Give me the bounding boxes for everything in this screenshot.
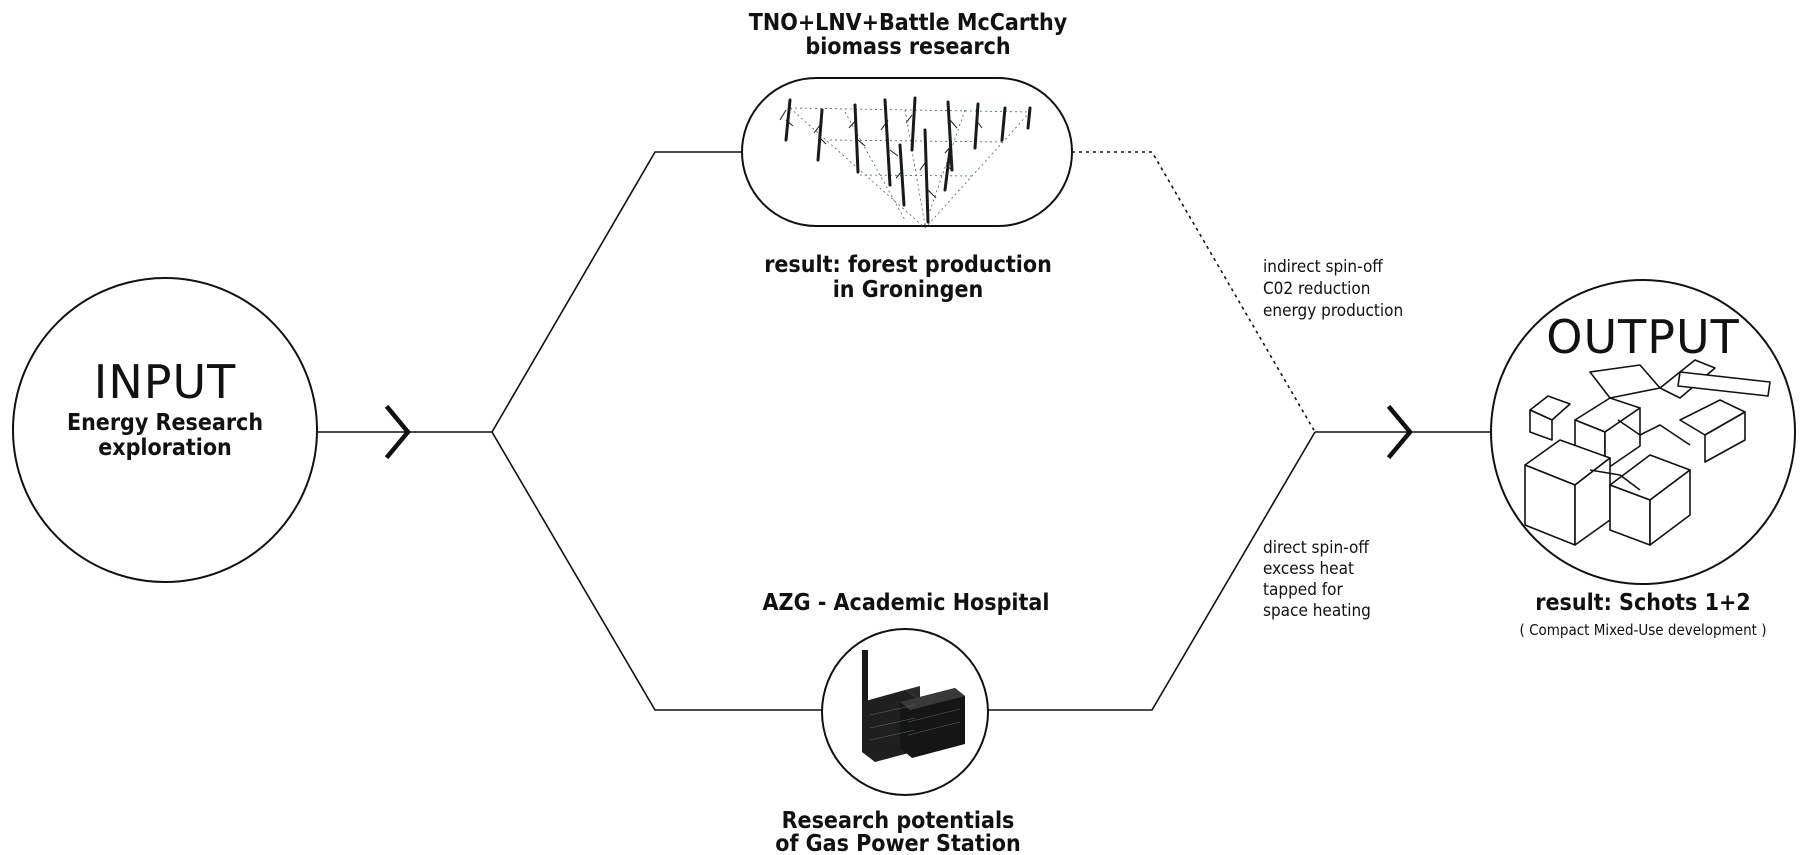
input-title: INPUT [94, 355, 236, 409]
direct-note-line4: space heating [1263, 601, 1371, 621]
input-node: INPUT Energy Research exploration [12, 277, 318, 583]
output-result-line2: ( Compact Mixed-Use development ) [1520, 621, 1767, 639]
lower-branch-right-line [988, 431, 1316, 711]
upper-branch-left-line [491, 151, 742, 433]
top-heading-line1: TNO+LNV+Battle McCarthy [749, 10, 1068, 36]
indirect-note-line1: indirect spin-off [1263, 257, 1383, 277]
bottom-branch: AZG - Academic Hospital Research potenti… [763, 538, 1371, 855]
output-node: OUTPUT result: Schots 1+2 ( Compact Mixe… [1490, 279, 1796, 639]
top-result-line1: result: forest production [764, 252, 1052, 278]
direct-note-line2: excess heat [1263, 559, 1354, 579]
direct-note-line3: tapped for [1263, 580, 1344, 600]
power-station-icon [862, 650, 965, 762]
output-title: OUTPUT [1546, 310, 1739, 364]
output-result-line1: result: Schots 1+2 [1535, 590, 1750, 616]
top-branch: TNO+LNV+Battle McCarthy biomass research [741, 10, 1403, 321]
upper-branch-right-dashed-line [1072, 151, 1316, 433]
direct-note-line1: direct spin-off [1263, 538, 1369, 558]
indirect-note-line2: C02 reduction [1263, 279, 1370, 299]
input-circle [12, 277, 318, 583]
lower-branch-left-line [491, 431, 822, 711]
chevron-right-icon [384, 404, 411, 460]
input-subtitle-line1: Energy Research [67, 410, 263, 436]
biomass-capsule [741, 77, 1073, 227]
bottom-heading: AZG - Academic Hospital [763, 590, 1050, 616]
bottom-caption-line2: of Gas Power Station [775, 831, 1021, 855]
connectors [318, 151, 1492, 711]
bottom-caption-line1: Research potentials [782, 808, 1015, 834]
indirect-note-line3: energy production [1263, 301, 1403, 321]
top-heading-line2: biomass research [805, 34, 1010, 60]
chevron-right-icon [1386, 404, 1413, 460]
building-massing-icon [1524, 359, 1771, 546]
tree-grid-icon [779, 96, 1032, 229]
input-subtitle-line2: exploration [98, 435, 232, 461]
top-result-line2: in Groningen [833, 277, 984, 303]
